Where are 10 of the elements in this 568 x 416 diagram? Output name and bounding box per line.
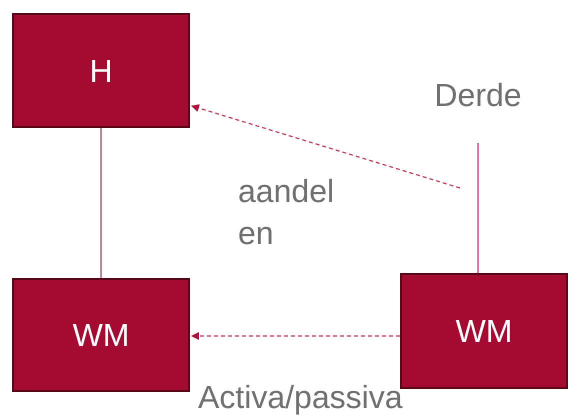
connector-line	[477, 143, 479, 273]
process-box: WM	[12, 278, 190, 392]
edge-label: Activa/passiva	[198, 378, 403, 416]
process-box: WM	[400, 273, 568, 389]
dashed-arrow	[191, 104, 460, 189]
dashed-arrow	[191, 332, 400, 340]
connector-line	[100, 128, 102, 278]
edge-label: aandel en	[238, 172, 336, 253]
process-box: H	[12, 13, 190, 128]
node-label: Derde	[418, 76, 538, 143]
